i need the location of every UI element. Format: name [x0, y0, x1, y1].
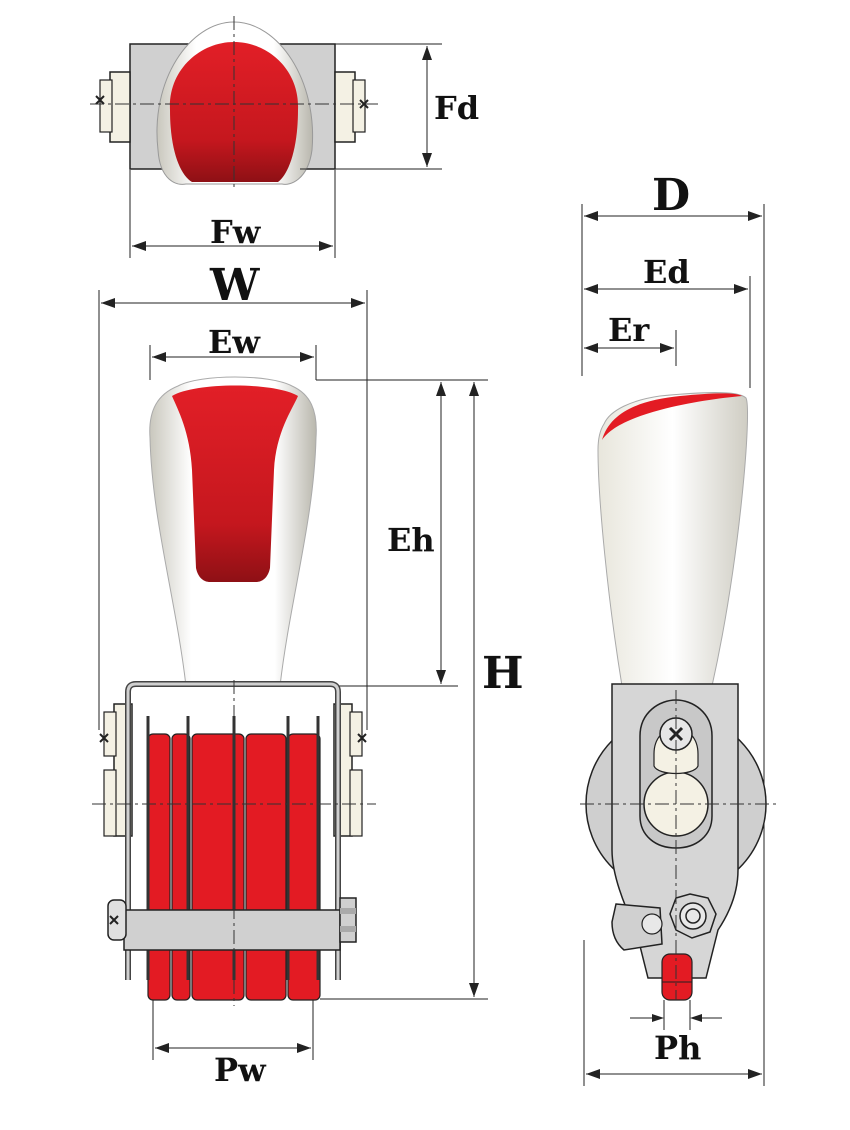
label-eh: Eh — [387, 521, 435, 559]
label-ph: Ph — [654, 1029, 702, 1067]
clamp-nut-right — [339, 897, 357, 943]
label-d: D — [652, 170, 691, 221]
dimension-fd — [300, 43, 442, 170]
dimension-ph — [630, 1000, 722, 1030]
label-w: W — [210, 260, 260, 311]
front-clamp-bar — [123, 909, 341, 951]
side-clamp — [611, 893, 717, 951]
label-ed: Ed — [643, 253, 690, 291]
label-h: H — [482, 648, 524, 699]
top-right-knob — [334, 71, 369, 143]
dimension-er — [584, 330, 677, 366]
top-view — [90, 16, 442, 258]
side-handle — [597, 392, 749, 687]
dimension-pw — [152, 1000, 314, 1060]
front-handle-red-grip — [172, 385, 298, 582]
label-ew: Ew — [208, 323, 260, 361]
dimension-eh — [436, 382, 446, 684]
side-view — [580, 204, 776, 1086]
dimension-d — [581, 204, 765, 1086]
clamp-screw-left — [107, 899, 127, 941]
dimension-w — [98, 290, 368, 730]
dimension-fw — [129, 170, 336, 258]
side-rubber-tip — [661, 953, 693, 1001]
label-fw: Fw — [210, 213, 261, 251]
dimension-h — [469, 382, 479, 997]
dimension-d-bottom — [583, 940, 762, 1086]
top-left-knob — [95, 71, 131, 143]
side-handle-red-tip — [602, 393, 742, 440]
dimension-ed — [584, 276, 751, 388]
dimension-ew — [149, 345, 317, 380]
front-view — [92, 290, 488, 1060]
label-fd: Fd — [434, 89, 480, 127]
label-pw: Pw — [214, 1051, 266, 1089]
label-er: Er — [608, 311, 650, 349]
